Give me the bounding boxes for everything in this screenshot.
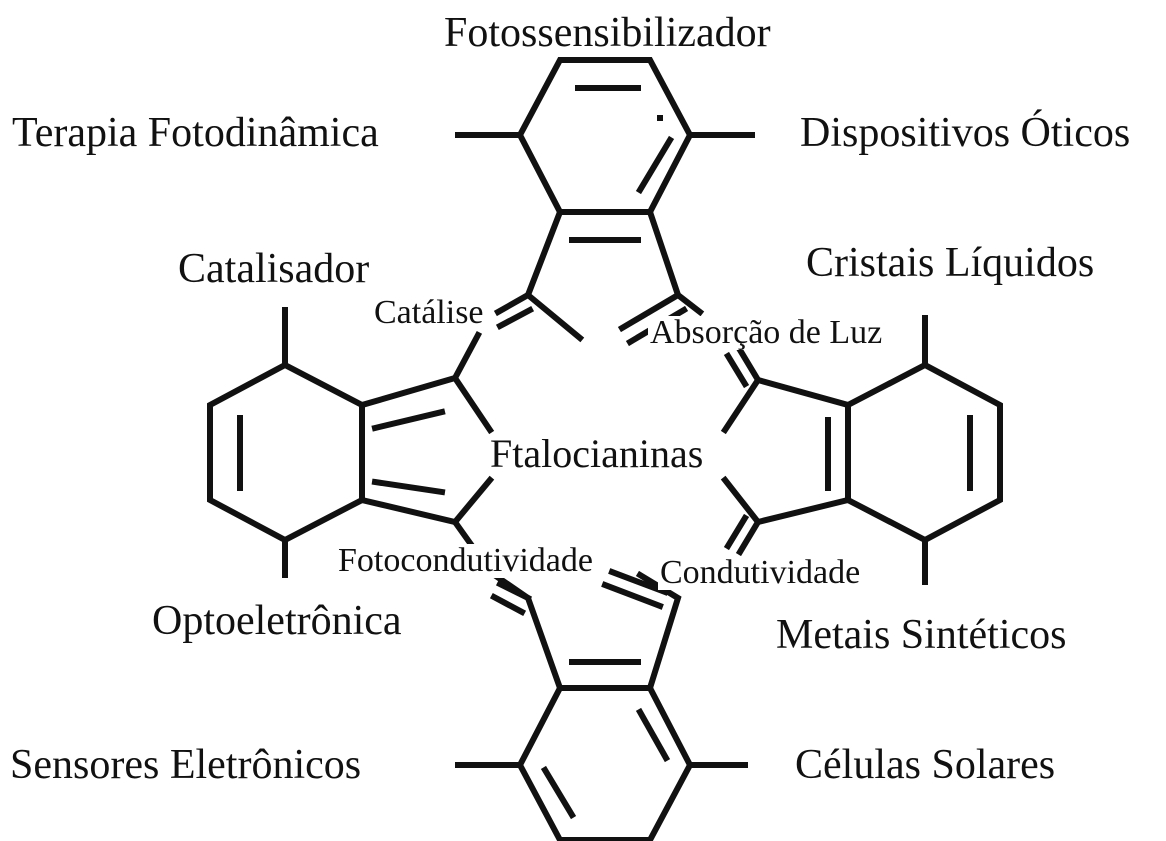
left-pyrrole-double-bond-2 bbox=[371, 478, 446, 496]
label-fotocondutividade: Fotocondutividade bbox=[336, 542, 595, 579]
label-absorcao-de-luz: Absorção de Luz bbox=[648, 314, 885, 351]
label-terapia-fotodinamica: Terapia Fotodinâmica bbox=[12, 110, 379, 156]
bottom-meso-right-1 bbox=[608, 568, 669, 596]
bottom-isoindole-unit bbox=[455, 567, 748, 841]
right-meso-top-2 bbox=[723, 351, 750, 389]
label-catalise: Catálise bbox=[372, 294, 486, 331]
bottom-meso-right-2 bbox=[601, 581, 664, 610]
bottom-benzene-ring bbox=[516, 683, 694, 841]
label-catalisador: Catalisador bbox=[178, 246, 370, 292]
top-isoindole-unit bbox=[455, 57, 755, 347]
right-isoindole-unit bbox=[720, 315, 1003, 585]
left-pyrrole-ring bbox=[358, 374, 495, 435]
bottom-pyrrole-ring-right bbox=[635, 570, 682, 692]
left-benzene-ring bbox=[207, 361, 367, 544]
left-isoindole-unit bbox=[207, 307, 495, 578]
top-meso-left-1 bbox=[493, 290, 533, 317]
label-fotossensibilizador: Fotossensibilizador bbox=[444, 10, 771, 56]
bottom-meso-left-1 bbox=[495, 579, 533, 603]
top-ring-inner-bond-3 bbox=[635, 135, 675, 195]
label-condutividade: Condutividade bbox=[658, 554, 863, 591]
right-meso-bottom-2 bbox=[723, 513, 750, 551]
top-benzene-ring bbox=[516, 57, 694, 217]
top-meso-left-2 bbox=[495, 305, 535, 331]
right-meso-top-1 bbox=[735, 345, 763, 385]
right-benzene-ring bbox=[843, 361, 1003, 544]
left-pyrrole-double-bond bbox=[371, 408, 446, 432]
label-metais-sinteticos: Metais Sintéticos bbox=[776, 612, 1067, 658]
label-celulas-solares: Células Solares bbox=[795, 742, 1056, 788]
right-meso-bottom-1 bbox=[735, 517, 763, 557]
bottom-ring-inner-bond-1 bbox=[540, 765, 577, 820]
label-optoeletronica: Optoeletrônica bbox=[152, 598, 402, 644]
top-meso-right-1 bbox=[617, 290, 683, 333]
label-dispositivos-oticos: Dispositivos Óticos bbox=[800, 110, 1131, 156]
label-cristais-liquidos: Cristais Líquidos bbox=[806, 240, 1095, 286]
top-ring-inner-bond-4 bbox=[545, 140, 572, 185]
label-ftalocianinas: Ftalocianinas bbox=[490, 431, 704, 476]
left-meso-top bbox=[450, 330, 483, 383]
bottom-ring-inner-bond-2 bbox=[635, 707, 671, 763]
bottom-pyrrole-ring bbox=[485, 567, 564, 692]
bottom-meso-left-2 bbox=[489, 592, 527, 617]
label-sensores-eletronicos: Sensores Eletrônicos bbox=[10, 742, 362, 788]
left-pyrrole-ring-bottom bbox=[358, 475, 495, 526]
left-ring-inner-bond-2 bbox=[292, 392, 338, 418]
left-ring-inner-bond-3 bbox=[292, 488, 338, 512]
top-pyrrole-ring bbox=[524, 208, 585, 343]
